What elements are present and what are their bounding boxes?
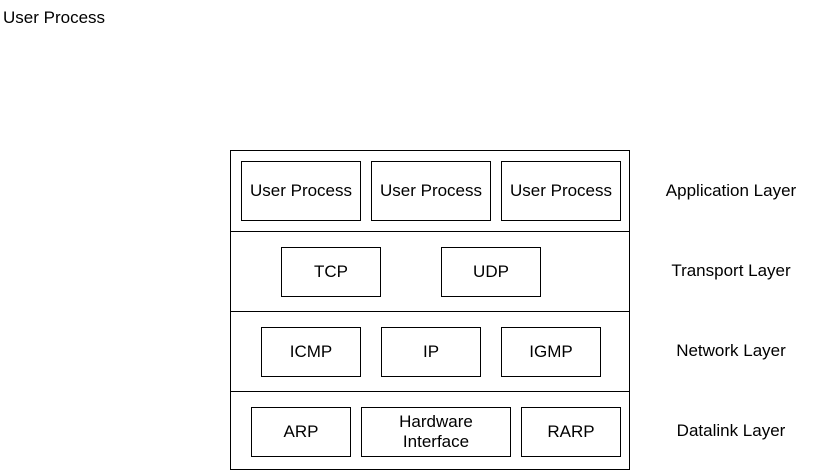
corner-label: User Process <box>3 8 106 27</box>
hardware-interface-line-1: Hardware <box>399 412 473 431</box>
protocol-stack-diagram: User Process User Process User Process T… <box>230 150 630 470</box>
hardware-interface-box: Hardware Interface <box>361 407 511 457</box>
user-process-box-1: User Process <box>241 161 361 221</box>
tcp-box: TCP <box>281 247 381 297</box>
network-layer-row: ICMP IP IGMP <box>231 311 629 391</box>
transport-layer-label: Transport Layer <box>671 261 791 280</box>
network-layer-label: Network Layer <box>676 341 786 360</box>
igmp-box: IGMP <box>501 327 601 377</box>
icmp-box: ICMP <box>261 327 361 377</box>
transport-layer-row: TCP UDP <box>231 231 629 311</box>
datalink-layer-row: ARP Hardware Interface RARP <box>231 391 629 471</box>
user-process-box-3: User Process <box>501 161 621 221</box>
datalink-layer-label: Datalink Layer <box>676 421 786 440</box>
application-layer-label: Application Layer <box>665 181 797 200</box>
ip-box: IP <box>381 327 481 377</box>
rarp-box: RARP <box>521 407 621 457</box>
hardware-interface-line-2: Interface <box>402 432 470 451</box>
arp-box: ARP <box>251 407 351 457</box>
udp-box: UDP <box>441 247 541 297</box>
application-layer-row: User Process User Process User Process <box>231 151 629 231</box>
user-process-box-2: User Process <box>371 161 491 221</box>
